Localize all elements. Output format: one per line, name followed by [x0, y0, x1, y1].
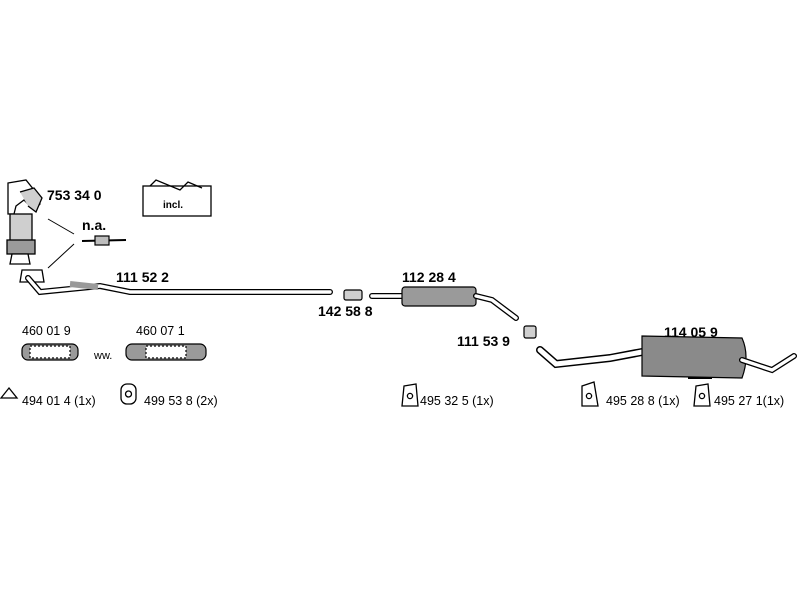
- part-number-hanger-b: 495 32 5 (1x): [420, 394, 494, 408]
- flex-separator: ww.: [94, 350, 113, 362]
- part-number-hanger-a: 499 53 8 (2x): [144, 394, 218, 408]
- part-number-front-pipe: 111 52 2: [116, 269, 169, 285]
- gasket-drawing: [0, 386, 19, 399]
- rear-silencer-drawing: [536, 335, 797, 379]
- manifold-catalyst-drawing: [6, 179, 45, 283]
- hanger-d-drawing: [693, 383, 711, 407]
- flex-pipe-b-drawing: [125, 343, 207, 361]
- part-number-middle-silencer: 112 28 4: [402, 269, 456, 285]
- part-number-connector: 111 53 9: [457, 333, 510, 349]
- hanger-b-drawing: [401, 383, 419, 407]
- part-number-hanger-c: 495 28 8 (1x): [606, 394, 680, 408]
- part-number-gasket: 494 01 4 (1x): [22, 394, 96, 408]
- part-number-manifold: 753 34 0: [47, 187, 102, 203]
- sensor-label: n.a.: [82, 217, 107, 233]
- part-number-hanger-d: 495 27 1(1x): [714, 394, 785, 408]
- part-number-flex-b: 460 07 1: [136, 324, 185, 338]
- hanger-c-drawing: [581, 381, 599, 407]
- middle-silencer-drawing: [369, 286, 519, 321]
- front-pipe-drawing: [25, 275, 333, 296]
- connector-drawing: [523, 325, 537, 339]
- mounting-kit-box-drawing: [142, 179, 212, 217]
- oxygen-sensor-drawing: [47, 218, 127, 269]
- kit-label: incl.: [163, 200, 184, 211]
- hanger-a-drawing: [120, 383, 137, 405]
- part-number-clamp: 142 58 8: [318, 303, 373, 319]
- clamp-drawing: [343, 289, 363, 301]
- flex-pipe-a-drawing: [21, 343, 79, 361]
- part-number-flex-a: 460 01 9: [22, 324, 71, 338]
- part-number-rear-silencer: 114 05 9: [664, 324, 718, 340]
